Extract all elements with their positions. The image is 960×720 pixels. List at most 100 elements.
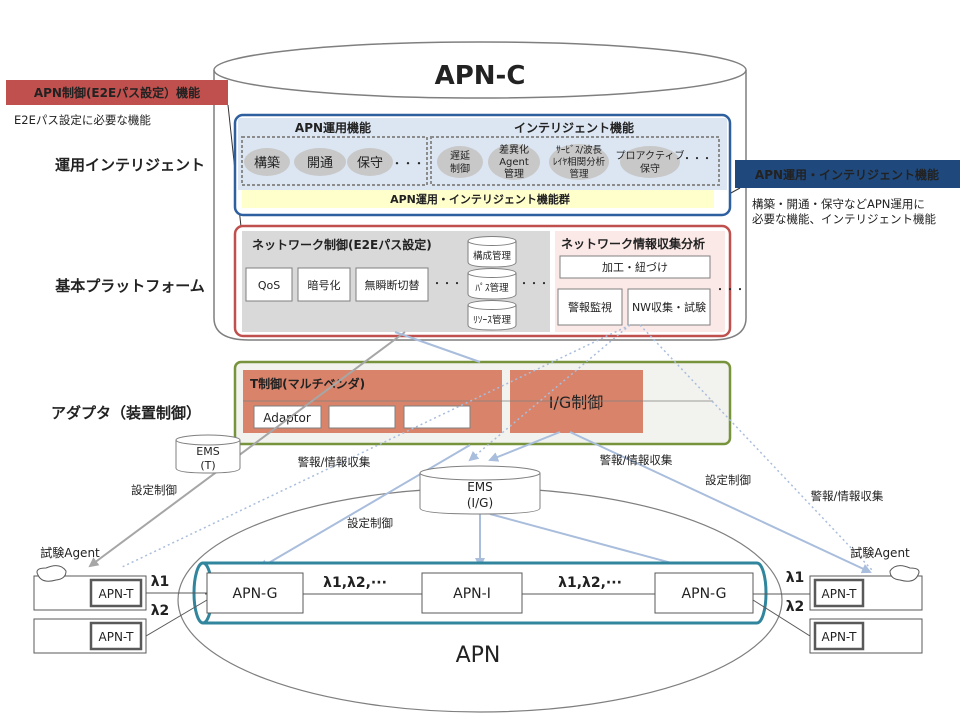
apn-pipe: APN-G APN-I APN-G λ1,λ2,··· λ1,λ2,··· bbox=[192, 561, 810, 625]
apn-c-title: APN-C bbox=[435, 61, 526, 91]
ni-process-label: 加工・紐づけ bbox=[602, 261, 668, 274]
lambda-l2-left: λ2 bbox=[151, 603, 170, 619]
apn-t-left-1 bbox=[89, 578, 143, 608]
ni-process-box bbox=[559, 255, 711, 279]
arrow-alarm-right bbox=[639, 324, 873, 571]
right-callout-box bbox=[735, 160, 960, 188]
ni-alarm-box bbox=[557, 288, 623, 326]
ops-item-open bbox=[294, 148, 346, 176]
ni-nw-box bbox=[627, 288, 711, 326]
adapter-panel: T制御(マルチベンダ) Adaptor I/G制御 bbox=[233, 360, 732, 446]
intel-item-agent-l3: 管理 bbox=[504, 167, 524, 180]
adaptor-box-3 bbox=[403, 405, 471, 429]
right-callout-desc-1: 構築・開通・保守などAPN運用に bbox=[752, 197, 925, 211]
label-setting-right: 設定制御 bbox=[705, 473, 751, 487]
nc-item-switch-label: 無瞬断切替 bbox=[365, 278, 420, 292]
ops-group-label: APN運用・インテリジェント機能群 bbox=[390, 192, 570, 206]
intel-item-proactive-l2: 保守 bbox=[640, 162, 660, 175]
intel-item-delay-l1: 遅延 bbox=[450, 150, 470, 162]
layer-label-intelligent: 運用インテリジェント bbox=[55, 156, 205, 174]
intel-item-delay-l2: 制御 bbox=[450, 162, 470, 175]
ni-ellipsis: ・・・ bbox=[715, 285, 745, 296]
intel-item-agent bbox=[488, 144, 540, 180]
apn-t-left-2-label: APN-T bbox=[99, 630, 135, 644]
network-info-title: ネットワーク情報収集分析 bbox=[561, 236, 705, 251]
db-resource-mgmt: ﾘｿｰｽ管理 bbox=[467, 300, 517, 331]
ops-title: APN運用機能 bbox=[295, 120, 371, 135]
arrow-nc-to-adapter bbox=[394, 331, 481, 363]
ops-intelligent-panel: APN運用・インテリジェント機能群 APN運用機能 インテリジェント機能 構築 … bbox=[233, 113, 732, 217]
db-resource-mgmt-label: ﾘｿｰｽ管理 bbox=[473, 314, 512, 326]
agent-left-icon bbox=[36, 565, 67, 582]
label-alarm-left: 警報/情報収集 bbox=[298, 455, 371, 469]
nc-item-qos bbox=[245, 267, 293, 302]
left-callout-box bbox=[6, 80, 228, 105]
lambda-l1-left: λ1 bbox=[151, 574, 170, 590]
intel-item-delay bbox=[437, 146, 483, 178]
left-callout-desc: E2Eパス設定に必要な機能 bbox=[14, 113, 151, 127]
apn-g-right-label: APN-G bbox=[682, 586, 727, 602]
ops-dotted-box bbox=[241, 136, 428, 186]
network-control-title: ネットワーク制御(E2Eパス設定) bbox=[252, 237, 432, 252]
ig-control-label: I/G制御 bbox=[549, 393, 604, 412]
ops-item-construct bbox=[244, 148, 290, 176]
intel-dotted-box bbox=[430, 136, 720, 186]
apn-t-left-group: APN-T APN-T λ1 λ2 試験Agent bbox=[33, 545, 208, 654]
intel-item-agent-l1: 差異化 bbox=[499, 143, 529, 156]
ig-control-box bbox=[510, 370, 643, 433]
apn-t-right-2-label: APN-T bbox=[822, 630, 858, 644]
nc-item-qos-label: QoS bbox=[258, 279, 280, 292]
apn-network-label: APN bbox=[456, 643, 501, 668]
intel-title: インテリジェント機能 bbox=[514, 120, 634, 135]
db-path-mgmt: ﾊﾟｽ管理 bbox=[467, 268, 517, 300]
intel-item-correlation bbox=[549, 144, 609, 180]
agent-right-icon bbox=[889, 565, 920, 582]
ems-t: EMS (T) bbox=[175, 434, 241, 474]
t-control-title: T制御(マルチベンダ) bbox=[250, 376, 365, 391]
label-alarm-right: 警報/情報収集 bbox=[811, 489, 884, 503]
right-callout-desc-2: 必要な機能、インテリジェント機能 bbox=[752, 212, 936, 226]
connection-arrows bbox=[88, 324, 873, 574]
lambda-l1-right: λ1 bbox=[786, 570, 805, 586]
apn-g-left-label: APN-G bbox=[233, 586, 278, 602]
arrow-to-apn-g-left bbox=[258, 444, 471, 570]
intel-item-agent-l2: Agent bbox=[499, 157, 529, 168]
db-config-mgmt: 構成管理 bbox=[467, 236, 517, 268]
ops-ellipsis: ・・・ bbox=[392, 157, 425, 170]
ems-t-label-1: EMS bbox=[196, 445, 219, 458]
arrow-setting-left bbox=[88, 331, 406, 568]
apn-t-right-1-label: APN-T bbox=[822, 587, 858, 601]
adaptor-box-2 bbox=[328, 405, 396, 429]
right-callout-title: APN運用・インテリジェント機能 bbox=[755, 167, 939, 182]
layer-label-adapter: アダプタ（装置制御） bbox=[51, 404, 201, 422]
intel-item-proactive-l1: プロアクティブ bbox=[616, 149, 685, 162]
ems-ig-label-1: EMS bbox=[467, 480, 493, 494]
apn-t-right-group: APN-T APN-T λ1 λ2 試験Agent bbox=[752, 545, 923, 654]
nc-ellipsis-2: ・・・ bbox=[519, 279, 549, 290]
arrow-setting-right bbox=[569, 431, 872, 574]
ops-item-construct-label: 構築 bbox=[254, 156, 280, 171]
apn-i bbox=[421, 572, 523, 614]
label-setting-mid: 設定制御 bbox=[347, 516, 393, 530]
arrow-to-apn-g-right bbox=[489, 513, 692, 571]
apn-t-right-2 bbox=[813, 621, 865, 651]
nc-item-encrypt-label: 暗号化 bbox=[308, 278, 341, 292]
lambda-multi-left: λ1,λ2,··· bbox=[323, 575, 387, 591]
apn-t-left-1-label: APN-T bbox=[99, 587, 135, 601]
intel-ellipsis: ・・・ bbox=[682, 154, 712, 165]
intel-item-proactive bbox=[620, 146, 680, 178]
lambda-multi-right: λ1,λ2,··· bbox=[558, 575, 622, 591]
db-path-mgmt-label: ﾊﾟｽ管理 bbox=[475, 282, 509, 294]
nc-ellipsis-1: ・・・ bbox=[432, 279, 462, 290]
label-alarm-mid: 警報/情報収集 bbox=[600, 453, 673, 467]
intel-item-correlation-l3: 管理 bbox=[569, 168, 589, 180]
apn-i-label: APN-I bbox=[453, 586, 491, 602]
apn-g-left bbox=[206, 572, 304, 614]
ems-t-label-2: (T) bbox=[200, 459, 215, 472]
intel-item-correlation-l2: ﾚｲﾔ相関分析 bbox=[553, 156, 606, 168]
apn-t-left-2 bbox=[89, 621, 143, 651]
apn-g-right bbox=[654, 572, 754, 614]
ops-item-maintain-label: 保守 bbox=[357, 156, 383, 171]
